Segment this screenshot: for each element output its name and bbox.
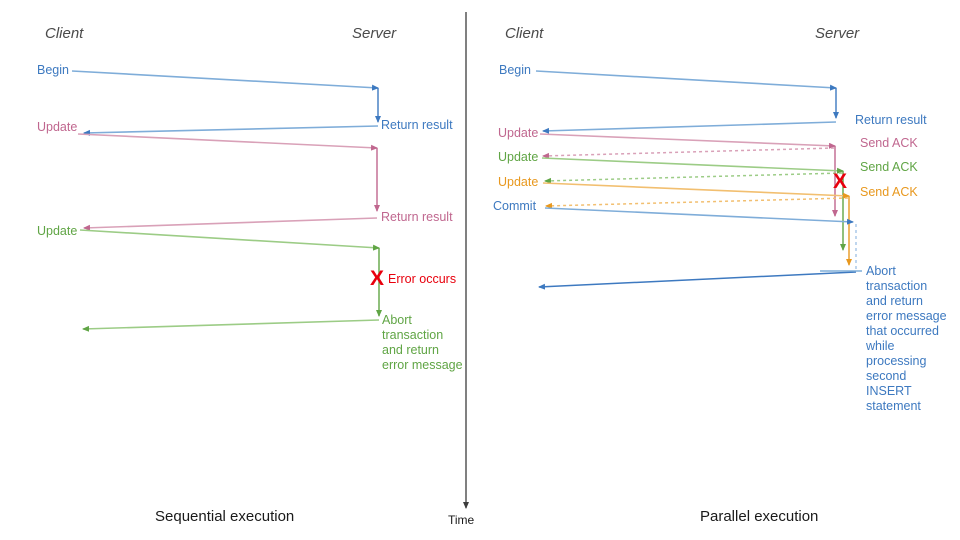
arrow-return-result-1	[83, 125, 379, 136]
error-x-icon-right: X	[833, 170, 848, 193]
arrow-ack-2	[544, 172, 843, 184]
left-caption: Sequential execution	[155, 508, 295, 525]
arrow-begin-r	[535, 70, 837, 91]
right-msg-update-1: Update	[498, 126, 539, 140]
left-abort-note: Abort transaction and return error messa…	[382, 313, 463, 373]
arrow-return-result-r	[542, 121, 837, 134]
right-abort-line-9: statement	[866, 399, 921, 413]
right-abort-line-1: transaction	[866, 279, 928, 293]
right-msg-send-ack-1: Send ACK	[860, 136, 918, 150]
right-caption: Parallel execution	[700, 508, 819, 525]
arrow-commit-r	[544, 207, 854, 225]
right-msg-begin: Begin	[499, 63, 531, 77]
right-abort-line-4: that occurred	[866, 324, 939, 338]
time-axis-label: Time	[448, 513, 475, 527]
left-msg-update-1: Update	[37, 120, 78, 134]
right-msg-commit: Commit	[493, 199, 537, 213]
left-msg-return-result-1: Return result	[381, 118, 453, 132]
right-panel-arrows	[535, 70, 862, 290]
right-abort-line-3: error message	[866, 309, 947, 323]
left-actor-client: Client	[45, 25, 84, 42]
right-msg-send-ack-2: Send ACK	[860, 160, 918, 174]
left-abort-line-0: Abort	[382, 313, 412, 327]
right-abort-line-8: INSERT	[866, 384, 912, 398]
left-msg-begin: Begin	[37, 63, 69, 77]
arrow-abort-right	[538, 271, 857, 290]
right-abort-line-6: processing	[866, 354, 927, 368]
error-x-icon-left: X	[370, 267, 385, 290]
arrow-update-1	[77, 133, 378, 151]
arrow-update-2-r	[541, 157, 844, 174]
left-panel-arrows	[71, 70, 382, 332]
right-abort-line-5: while	[866, 339, 895, 353]
left-abort-line-2: and return	[382, 343, 439, 357]
arrow-update-2	[79, 229, 380, 251]
arrow-abort-left	[82, 319, 380, 332]
arrow-ack-1	[542, 147, 835, 159]
right-abort-note: Abort transaction and return error messa…	[866, 264, 947, 414]
right-msg-update-3: Update	[498, 175, 539, 189]
arrow-update-1-r	[539, 133, 836, 149]
left-abort-line-3: error message	[382, 358, 463, 372]
left-error-label: Error occurs	[388, 272, 457, 286]
right-actor-server: Server	[815, 25, 860, 42]
arrow-ack-3	[545, 197, 849, 209]
left-actor-server: Server	[352, 25, 397, 42]
left-msg-return-result-2: Return result	[381, 210, 453, 224]
right-msg-return-result: Return result	[855, 113, 927, 127]
arrow-return-result-2	[83, 217, 378, 231]
right-abort-line-7: second	[866, 369, 907, 383]
arrow-update-3-r	[542, 182, 850, 199]
right-msg-send-ack-3: Send ACK	[860, 185, 918, 199]
right-msg-update-2: Update	[498, 150, 539, 164]
arrow-begin	[71, 70, 379, 91]
right-abort-line-0: Abort	[866, 264, 896, 278]
left-msg-update-2: Update	[37, 224, 78, 238]
left-abort-line-1: transaction	[382, 328, 444, 342]
right-abort-line-2: and return	[866, 294, 923, 308]
right-actor-client: Client	[505, 25, 544, 42]
